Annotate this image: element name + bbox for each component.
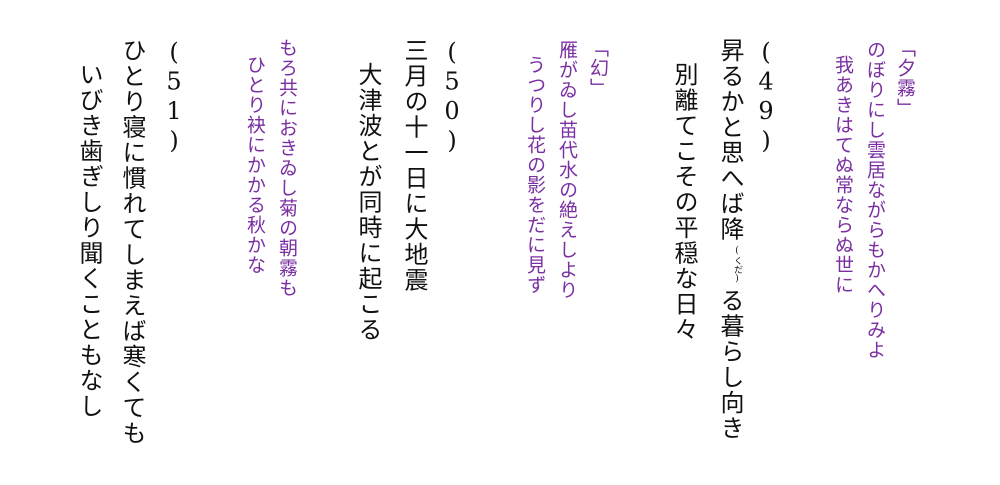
quote-line-51-1: もろ共におきゐし菊の朝霧も (276, 38, 298, 298)
poem-49-ruby-kuda: (くだ) (732, 246, 742, 284)
quote-title-yugiri: 「夕霧」 (894, 38, 916, 118)
poem-50-line-2: 大津波とが同時に起こる (354, 62, 382, 343)
poem-51-line-1: ひとり寝に慣れてしまえば寒くても (118, 38, 146, 446)
poem-number-50: (50) (438, 38, 466, 156)
quote-title-maboroshi: 「幻」 (587, 38, 609, 98)
poem-49-line-1-part-a: 昇るかと思へば降 (716, 38, 744, 242)
quote-line-yugiri-1: のぼりにし雲居ながらもかへりみよ (864, 40, 886, 360)
poem-49-line-1-part-b: る暮らし向き (716, 288, 744, 441)
quote-line-yugiri-2: 我あきはてぬ常ならぬ世に (832, 55, 854, 295)
poem-number-49: (49) (752, 38, 780, 156)
poem-50-line-1: 三月の十一日に大地震 (400, 38, 428, 293)
quote-line-maboroshi-1: 雁がゐし苗代水の絶えしより (556, 40, 578, 300)
quote-line-maboroshi-2: うつりし花の影をだに見ず (524, 55, 546, 295)
poem-49-line-2: 別離てこその平穏な日々 (670, 62, 698, 343)
poem-51-line-2: いびき歯ぎしり聞くこともなし (75, 62, 103, 419)
poem-number-51: (51) (160, 38, 188, 156)
quote-line-51-2: ひとり袂にかかる秋かな (244, 55, 266, 275)
poem-49-line-1: 昇るかと思へば降 (くだ) る暮らし向き (716, 38, 744, 441)
